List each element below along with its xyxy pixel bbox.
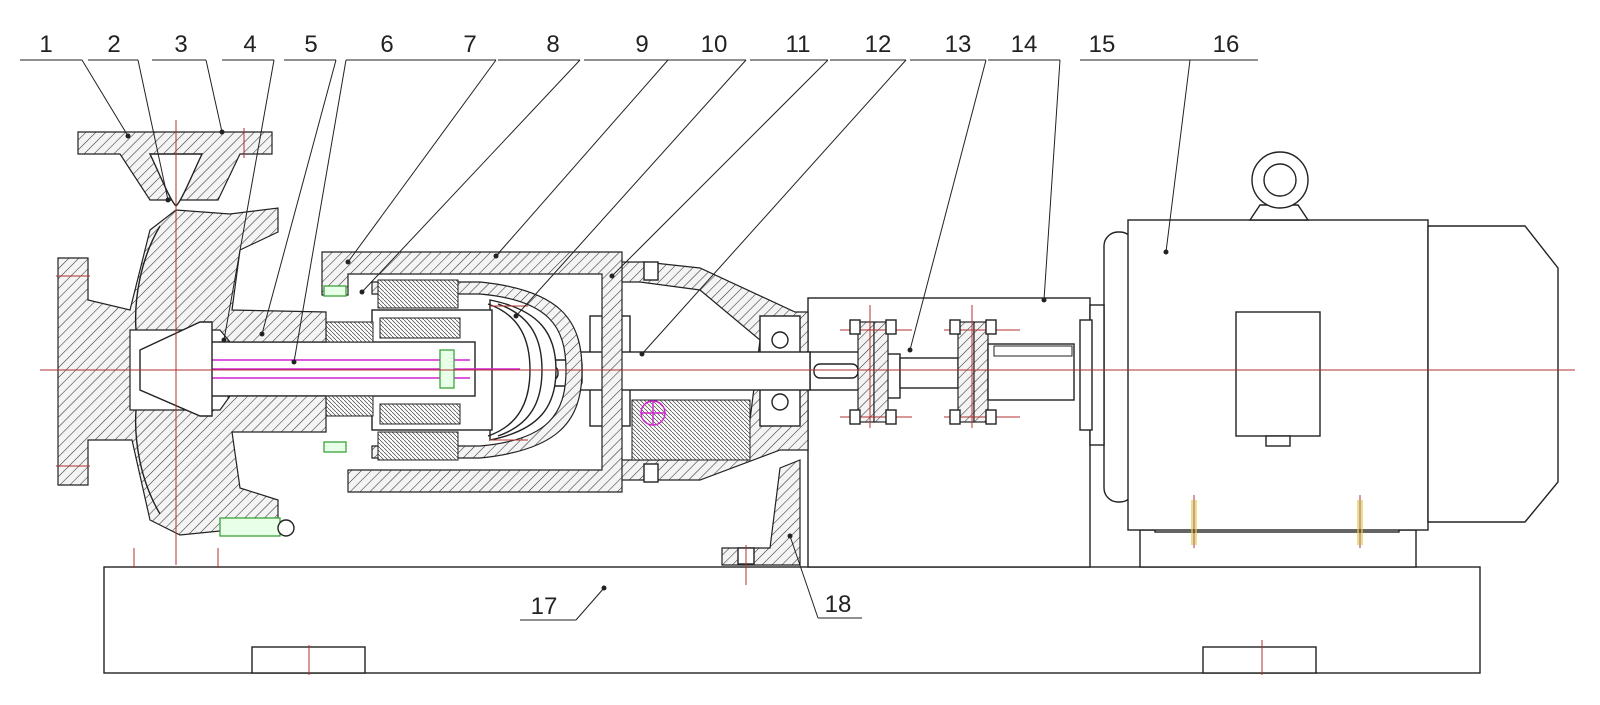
- callout-6: 6: [380, 31, 393, 58]
- callout-2: 2: [107, 31, 120, 58]
- center-lines: [40, 120, 1575, 568]
- callout-9: 9: [635, 31, 648, 58]
- callout-16: 16: [1213, 31, 1240, 58]
- callout-15: 15: [1089, 31, 1116, 58]
- callout-5: 5: [304, 31, 317, 58]
- callout-1: 1: [39, 31, 52, 58]
- callout-18: 18: [825, 591, 852, 618]
- callout-leaders: [20, 59, 1258, 621]
- callout-14: 14: [1011, 31, 1038, 58]
- base-plate: [103, 566, 1481, 675]
- pump-shaft: [519, 351, 811, 391]
- callout-11: 11: [786, 31, 811, 58]
- shaft-coupling: [809, 305, 1075, 428]
- callout-17: 17: [531, 593, 558, 620]
- callout-3: 3: [174, 31, 187, 58]
- callout-7: 7: [463, 31, 476, 58]
- motor: [1103, 151, 1559, 568]
- callout-10: 10: [701, 31, 728, 58]
- bearing-bracket: [589, 261, 809, 585]
- callout-4: 4: [243, 31, 256, 58]
- coupling-guard: [807, 297, 1105, 568]
- callout-8: 8: [546, 31, 559, 58]
- callout-12: 12: [865, 31, 892, 58]
- callout-labels: 1 2 3 4 5 6 7 8 9 10 11 12 13 14 15 16 1…: [39, 31, 1239, 620]
- pump-casing: [57, 131, 327, 537]
- callout-13: 13: [945, 31, 972, 58]
